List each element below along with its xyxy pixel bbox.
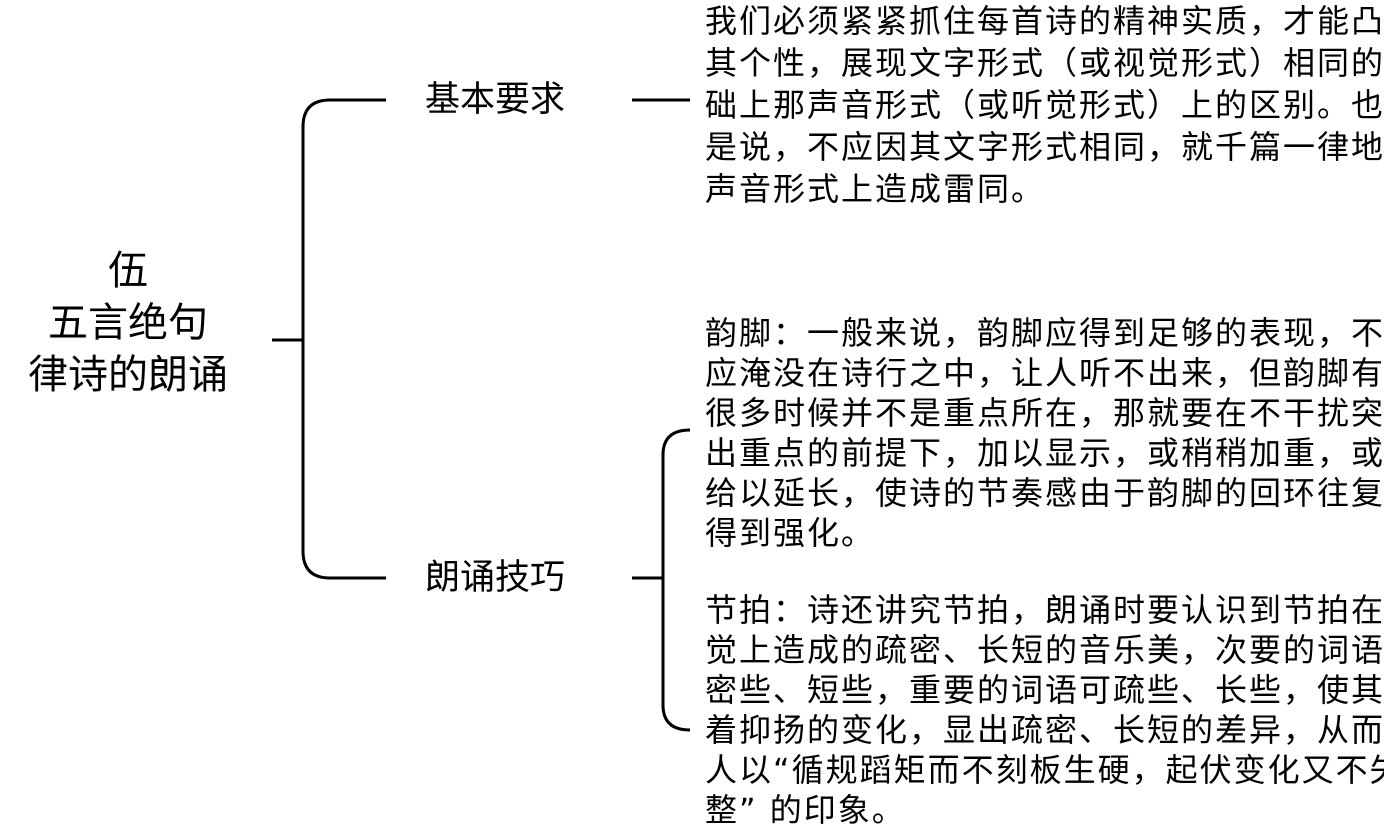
text-line: 础上那声音形式（或听觉形式）上的区别。也就 bbox=[705, 86, 1384, 124]
detail-rhythm: 节拍：诗还讲究节拍，朗诵时要认识到节拍在听 觉上造成的疏密、长短的音乐美，次要的… bbox=[705, 590, 1384, 830]
text-line: 是说，不应因其文字形式相同，就千篇一律地在 bbox=[705, 128, 1384, 166]
text-line: 得到强化。 bbox=[705, 514, 876, 552]
text-line: 声音形式上造成雷同。 bbox=[705, 170, 1046, 208]
text-line: 给以延长，使诗的节奏感由于韵脚的回环往复 bbox=[705, 474, 1384, 512]
text-line: 人以“循规蹈矩而不刻板生硬，起伏变化又不失工 bbox=[705, 751, 1384, 789]
branch-basic-requirements: 基本要求 bbox=[425, 80, 566, 120]
text-line: 出重点的前提下，加以显示，或稍稍加重，或 bbox=[705, 434, 1384, 472]
text-line: 应淹没在诗行之中，让人听不出来，但韵脚有 bbox=[705, 354, 1384, 392]
text-line: 觉上造成的疏密、长短的音乐美，次要的词语可 bbox=[705, 631, 1384, 669]
text-line: 其个性，展现文字形式（或视觉形式）相同的基 bbox=[705, 44, 1384, 82]
detail-rhyme: 韵脚：一般来说，韵脚应得到足够的表现，不 应淹没在诗行之中，让人听不出来，但韵脚… bbox=[705, 313, 1384, 553]
text-line: 着抑扬的变化，显出疏密、长短的差异，从而给 bbox=[705, 711, 1384, 749]
text-line: 我们必须紧紧抓住每首诗的精神实质，才能凸现 bbox=[705, 2, 1384, 40]
text-line: 密些、短些，重要的词语可疏些、长些，使其随 bbox=[705, 671, 1384, 709]
sub-bracket bbox=[661, 428, 691, 732]
root-line: 律诗的朗诵 bbox=[28, 352, 228, 398]
root-line: 伍 bbox=[108, 248, 148, 294]
branch-recitation-skills: 朗诵技巧 bbox=[425, 558, 566, 598]
root-line: 五言绝句 bbox=[48, 300, 208, 346]
root-topic: 伍 五言绝句 律诗的朗诵 bbox=[0, 245, 256, 401]
text-line: 韵脚：一般来说，韵脚应得到足够的表现，不 bbox=[705, 314, 1384, 352]
detail-basic-requirements: 我们必须紧紧抓住每首诗的精神实质，才能凸现 其个性，展现文字形式（或视觉形式）相… bbox=[705, 0, 1384, 210]
text-line: 节拍：诗还讲究节拍，朗诵时要认识到节拍在听 bbox=[705, 591, 1384, 629]
main-bracket bbox=[301, 98, 331, 580]
text-line: 很多时候并不是重点所在，那就要在不干扰突 bbox=[705, 394, 1384, 432]
text-line: 整” 的印象。 bbox=[705, 791, 906, 829]
